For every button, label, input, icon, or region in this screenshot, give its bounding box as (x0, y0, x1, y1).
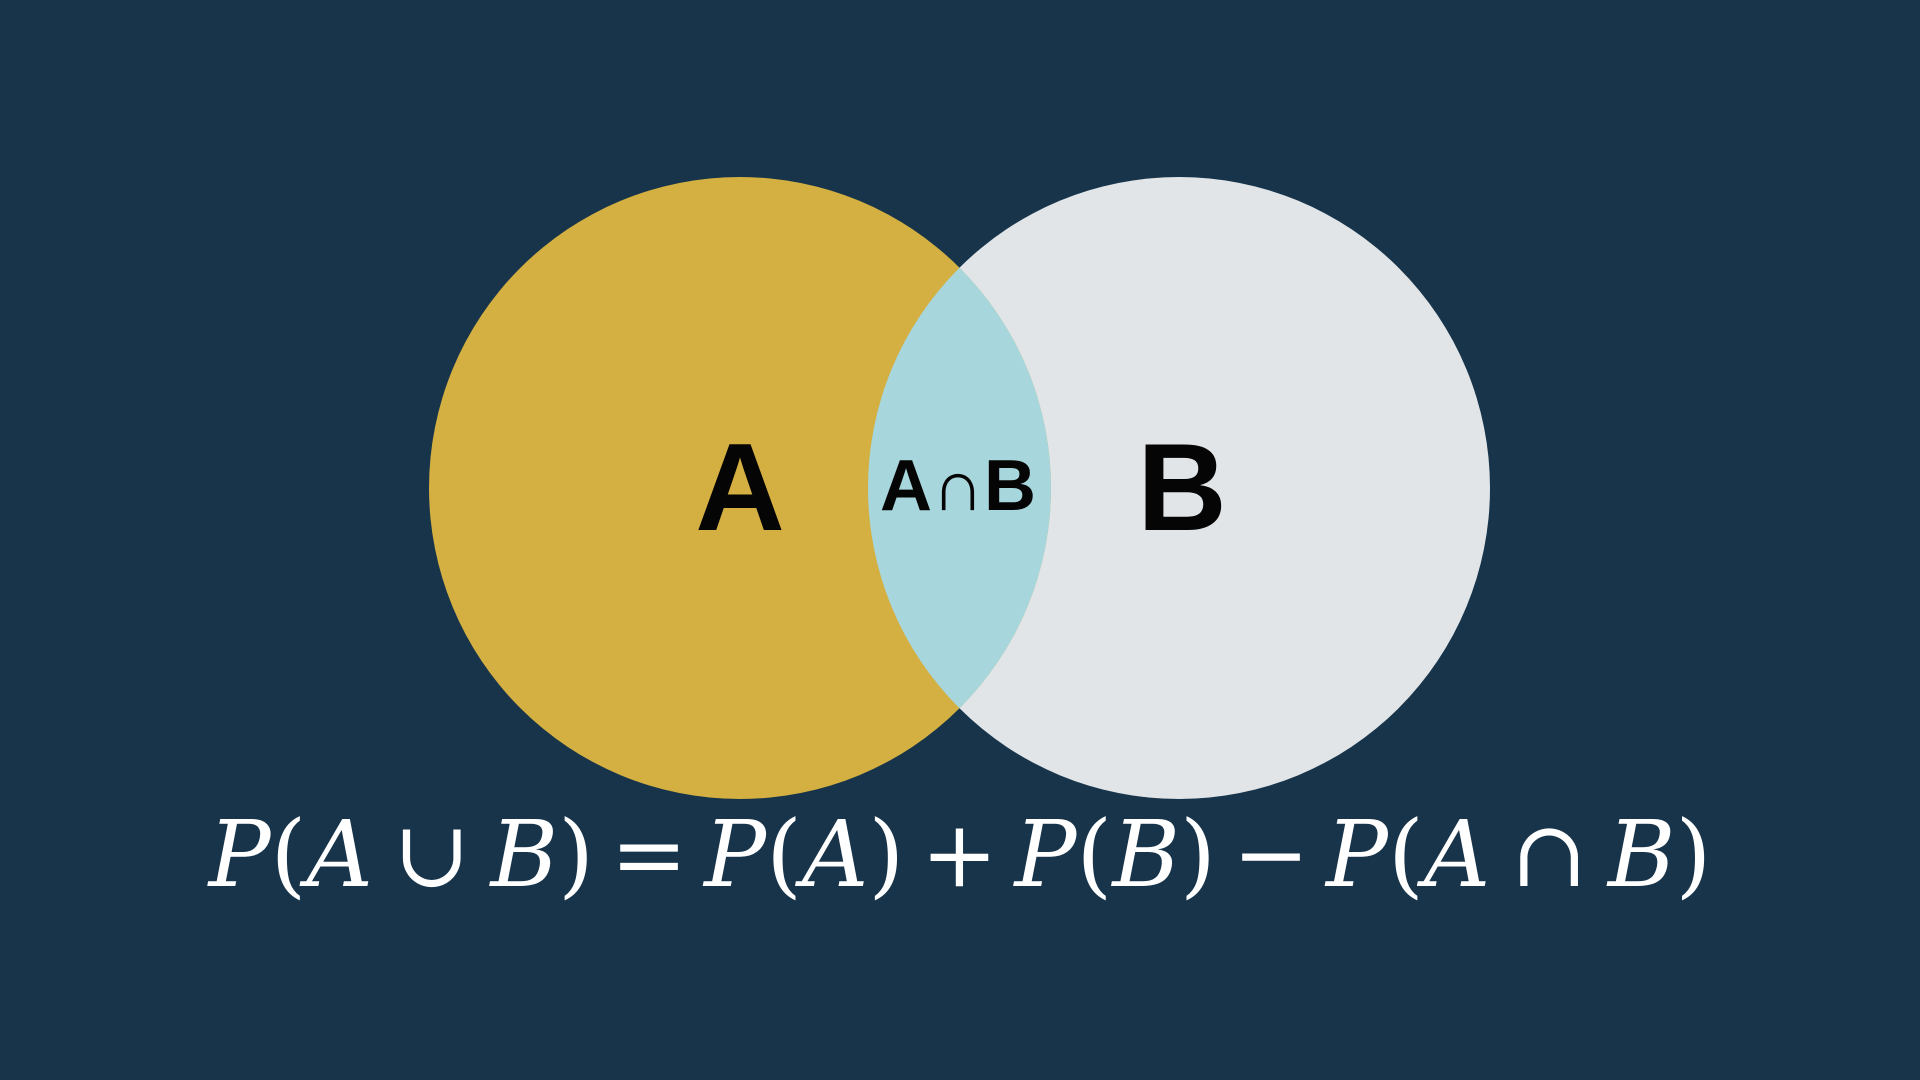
formula-set-b: B (1607, 801, 1676, 908)
formula-minus: − (1232, 801, 1310, 908)
set-b-circle (868, 177, 1490, 799)
formula-p-term1: P (704, 801, 767, 908)
formula-intersection-symbol: ∩ (1510, 801, 1588, 908)
formula-equals: = (610, 801, 688, 908)
formula-set-b: B (490, 801, 559, 908)
set-a-label: A (695, 419, 785, 557)
set-b-label: B (1137, 419, 1227, 557)
formula-paren-open: ( (270, 801, 307, 908)
formula-p-term2: P (1014, 801, 1077, 908)
formula-set-b: B (1112, 801, 1180, 908)
formula-paren-close: ) (1179, 801, 1216, 908)
formula-paren-close: ) (558, 801, 594, 908)
formula-set-a: A (801, 801, 869, 908)
formula-paren-close: ) (1675, 801, 1712, 908)
inclusion-exclusion-formula: P(A∪B)=P(A)+P(B)−P(A∩B) (0, 795, 1920, 915)
set-a-circle (429, 177, 1051, 799)
formula-union-symbol: ∪ (393, 801, 471, 908)
formula-p-term3: P (1326, 801, 1388, 908)
formula-paren-close: ) (868, 801, 905, 908)
formula-paren-open: ( (1076, 801, 1113, 908)
formula-plus: + (920, 801, 998, 908)
formula-set-a: A (1423, 801, 1491, 908)
formula-paren-open: ( (1387, 801, 1424, 908)
formula-paren-open: ( (766, 801, 802, 908)
formula-set-a: A (306, 801, 373, 908)
formula-p-lhs: P (208, 801, 271, 908)
intersection-label: A∩B (880, 446, 1036, 526)
